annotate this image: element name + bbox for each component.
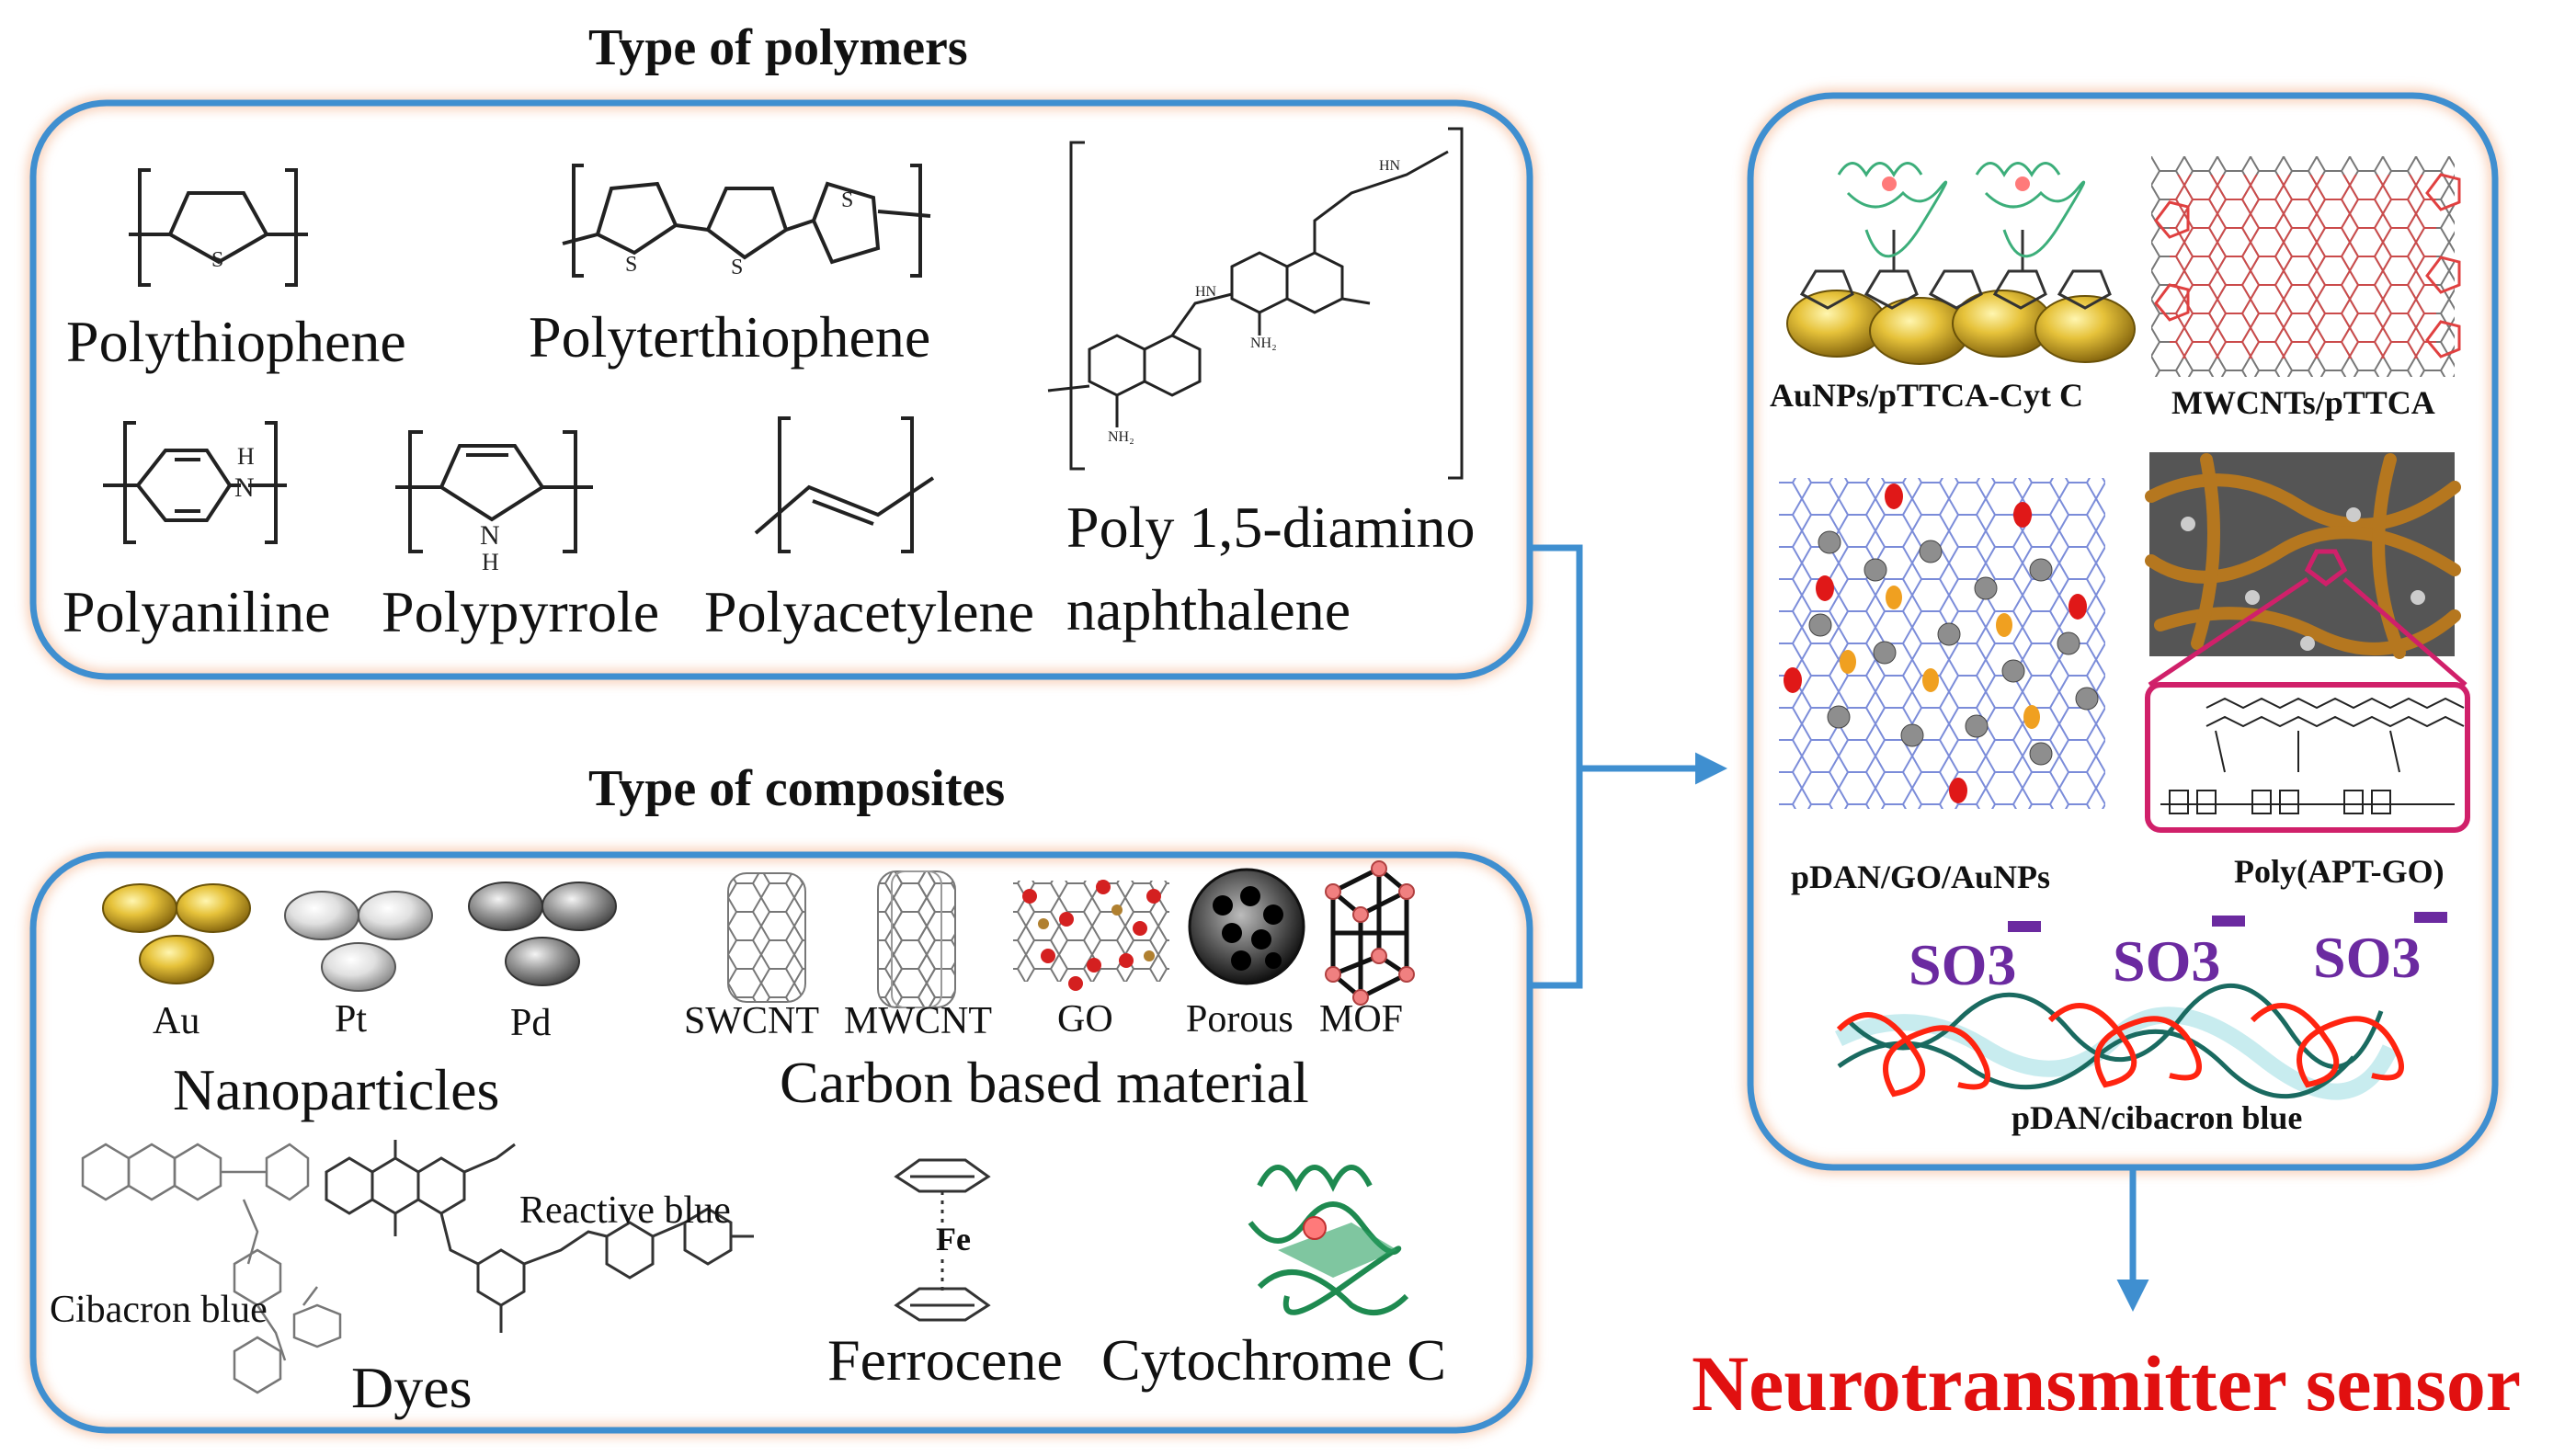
example-label-poly-apt: Poly(APT-GO) (2234, 853, 2445, 890)
metal-label-pt: Pt (335, 998, 368, 1041)
poly-diaminonaphthalene-structure: HN HN NH₂ NH₂ (1047, 127, 1464, 480)
dyes-label: Dyes (351, 1355, 473, 1420)
mwcnt-illustration (877, 870, 956, 1008)
examples-frame (1744, 89, 2502, 1174)
svg-text:HN: HN (1195, 284, 1217, 300)
mof-illustration (1325, 860, 1415, 1006)
porous-carbon-illustration (1188, 868, 1305, 985)
carbon-label-swcnt: SWCNT (684, 1000, 819, 1042)
reactive-blue-structure (325, 1140, 754, 1333)
go-illustration (1013, 880, 1169, 991)
so3-label-2: SO3 (2113, 928, 2221, 994)
carbon-label-mof: MOF (1319, 998, 1404, 1041)
svg-text:S: S (731, 256, 743, 279)
svg-text:S: S (625, 253, 637, 277)
polymer-label-pdan-line1: Poly 1,5-diamino (1066, 495, 1476, 560)
polymers-frame (27, 97, 1536, 683)
polymer-label-polyaniline: Polyaniline (63, 579, 331, 644)
pdan-cibacron-illustration (1834, 912, 2447, 1100)
polymer-label-polyterthiophene: Polyterthiophene (529, 304, 931, 370)
polymer-label-pdan-line2: naphthalene (1066, 577, 1351, 643)
nanoparticles-label: Nanoparticles (173, 1057, 500, 1122)
pd-nanoparticles (468, 882, 617, 986)
pdan-go-aunps-illustration (1779, 478, 2105, 809)
example-label-pdan-cibacron: pDAN/cibacron blue (2012, 1099, 2303, 1136)
polythiophene-structure: S (129, 168, 308, 287)
metal-label-pd: Pd (510, 1002, 552, 1044)
svg-text:N: N (234, 472, 255, 503)
cytochrome-c-illustration (1248, 1165, 1409, 1315)
polypyrrole-structure: N H (395, 430, 593, 575)
mwcnts-pttca-illustration (2151, 156, 2461, 377)
svg-text:S: S (841, 188, 853, 212)
swcnt-illustration (727, 872, 806, 1003)
svg-text:HN: HN (1379, 158, 1401, 174)
polyterthiophene-structure: S S S (562, 164, 931, 279)
composites-title: Type of composites (588, 760, 1006, 817)
polymer-label-polyacetylene: Polyacetylene (704, 579, 1034, 644)
dye-label-cibacron-blue: Cibacron blue (50, 1289, 268, 1331)
aunps-pttca-cytc-illustration (1786, 162, 2136, 365)
ferrocene-fe-label: Fe (936, 1221, 971, 1257)
cytochrome-c-label: Cytochrome C (1101, 1327, 1447, 1393)
polyacetylene-structure (754, 416, 935, 553)
polymer-label-polythiophene: Polythiophene (66, 309, 406, 374)
example-label-pdan-go: pDAN/GO/AuNPs (1791, 859, 2051, 895)
carbon-label-porous: Porous (1186, 998, 1294, 1041)
svg-text:NH₂: NH₂ (1108, 429, 1134, 445)
neurotransmitter-sensor-label: Neurotransmitter sensor (1692, 1339, 2522, 1428)
so3-label-1: SO3 (1909, 932, 2017, 997)
example-label-aunps: AuNPs/pTTCA-Cyt C (1770, 377, 2084, 414)
carbon-label-go: GO (1057, 998, 1113, 1041)
svg-text:H: H (237, 443, 255, 470)
so3-label-3: SO3 (2313, 925, 2422, 990)
dye-label-reactive-blue: Reactive blue (519, 1189, 731, 1232)
pt-nanoparticles (284, 891, 433, 992)
metal-label-au: Au (153, 1000, 200, 1042)
polymer-label-polypyrrole: Polypyrrole (382, 579, 660, 644)
svg-text:N: N (480, 520, 500, 551)
composites-frame (27, 848, 1536, 1437)
au-nanoparticles (102, 883, 251, 984)
connector-arrows (1530, 544, 2149, 1312)
svg-text:S: S (211, 248, 223, 272)
polyaniline-structure: N H (103, 421, 287, 544)
ferrocene-structure (894, 1158, 991, 1322)
poly-apt-go-illustration (2145, 452, 2470, 833)
polymers-title: Type of polymers (588, 19, 968, 76)
cibacron-blue-structure (81, 1143, 342, 1394)
carbon-based-material-label: Carbon based material (780, 1050, 1309, 1115)
ferrocene-label: Ferrocene (827, 1327, 1063, 1393)
example-label-mwcnts: MWCNTs/pTTCA (2171, 384, 2435, 421)
svg-text:H: H (482, 549, 499, 575)
svg-text:NH₂: NH₂ (1250, 336, 1277, 351)
carbon-label-mwcnt: MWCNT (844, 1000, 992, 1042)
